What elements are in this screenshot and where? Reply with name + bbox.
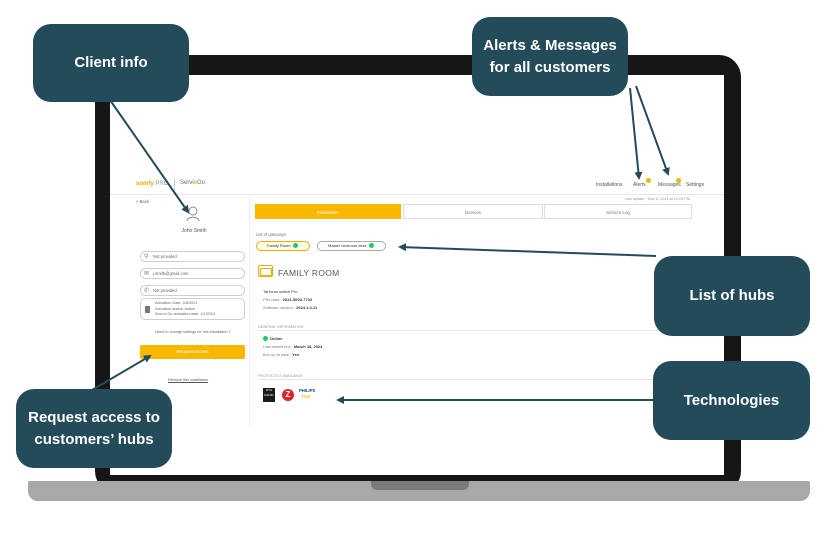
protocols-header: PROTOCOLS AVAILABLE bbox=[258, 374, 688, 380]
phone-field: ⚲ Not provided bbox=[140, 251, 245, 262]
device-name: TaHoma switch Pro bbox=[263, 289, 298, 294]
tab-service-log[interactable]: Service Log bbox=[544, 204, 692, 219]
tab-devices[interactable]: Devices bbox=[403, 204, 543, 219]
laptop-base bbox=[28, 481, 810, 501]
alerts-badge bbox=[646, 178, 651, 183]
logo-divider bbox=[174, 179, 175, 190]
tahoma-box-icon bbox=[258, 265, 273, 277]
back-link[interactable]: < Back bbox=[136, 199, 149, 204]
nav-alerts[interactable]: Alerts bbox=[633, 182, 646, 188]
last-restart: Last restart box : March 18, 2024 bbox=[263, 344, 323, 349]
nav-settings[interactable]: Settings bbox=[686, 182, 705, 188]
online-status: Online bbox=[263, 336, 282, 342]
phone-icon: ✆ bbox=[144, 288, 150, 294]
callout-list-of-hubs: List of hubs bbox=[654, 256, 810, 336]
callout-alerts-messages: Alerts & Messages for all customers bbox=[472, 17, 628, 96]
gateways-label: List of gateways bbox=[256, 232, 287, 237]
product-name: ServieGo bbox=[180, 180, 206, 186]
status-dot bbox=[263, 336, 268, 342]
mail-icon: ✉ bbox=[144, 271, 150, 277]
online-dot bbox=[368, 243, 374, 249]
nav-installations[interactable]: Installations bbox=[596, 182, 623, 188]
settings-prompt: Need to change settings for this install… bbox=[155, 330, 231, 334]
app-topbar: somfy PRO ServieGo Installations Alerts … bbox=[110, 175, 724, 195]
gateway-family-room[interactable]: Family Room bbox=[256, 241, 310, 251]
somfy-logo: somfy PRO bbox=[136, 181, 169, 187]
callout-request-access: Request access to customers’ hubs bbox=[16, 389, 172, 468]
pin-code: PIN code : 2021-5003-7732 bbox=[263, 297, 313, 302]
hue-logo: hue bbox=[302, 394, 311, 400]
email-field: ✉ j.smith@gmail.com bbox=[140, 268, 245, 279]
mobile-field: ✆ Not provided bbox=[140, 285, 245, 296]
remove-installation-link[interactable]: Remove this installation bbox=[168, 378, 209, 382]
callout-technologies: Technologies bbox=[653, 361, 810, 440]
callout-client-info: Client info bbox=[33, 24, 189, 102]
software-version: Software version : 2024.1.4-11 bbox=[263, 305, 318, 310]
box-up-to-date: Box up to date : Yes bbox=[263, 352, 300, 357]
location-pin-icon: ⚲ bbox=[144, 254, 149, 260]
last-update: Last update : May 5, 2024 at 12:09 PM bbox=[624, 197, 690, 201]
gateway-master-bedroom[interactable]: Master bedroom desk bbox=[317, 241, 386, 251]
tab-installation[interactable]: Installation bbox=[255, 204, 401, 219]
zwave-logo: Z bbox=[282, 389, 294, 401]
request-access-button[interactable]: Request Access bbox=[140, 345, 245, 359]
installation-panel: Last update : May 5, 2024 at 12:09 PM In… bbox=[255, 196, 720, 426]
client-name: John Smith bbox=[181, 228, 207, 234]
device-icon bbox=[145, 306, 150, 313]
messages-badge bbox=[676, 178, 681, 183]
room-title: FAMILY ROOM bbox=[278, 268, 340, 278]
activation-info: Activation Date: 4/6/2021 Activation sta… bbox=[140, 298, 245, 320]
user-icon bbox=[186, 206, 200, 222]
philips-logo: PHILIPS bbox=[299, 388, 316, 393]
general-info-header: GENERAL INFORMATION bbox=[258, 325, 688, 331]
nav-messages[interactable]: Messages bbox=[658, 182, 681, 188]
online-dot bbox=[292, 243, 298, 249]
laptop-notch bbox=[371, 481, 469, 490]
laptop-screen: somfy PRO ServieGo Installations Alerts … bbox=[110, 75, 724, 475]
